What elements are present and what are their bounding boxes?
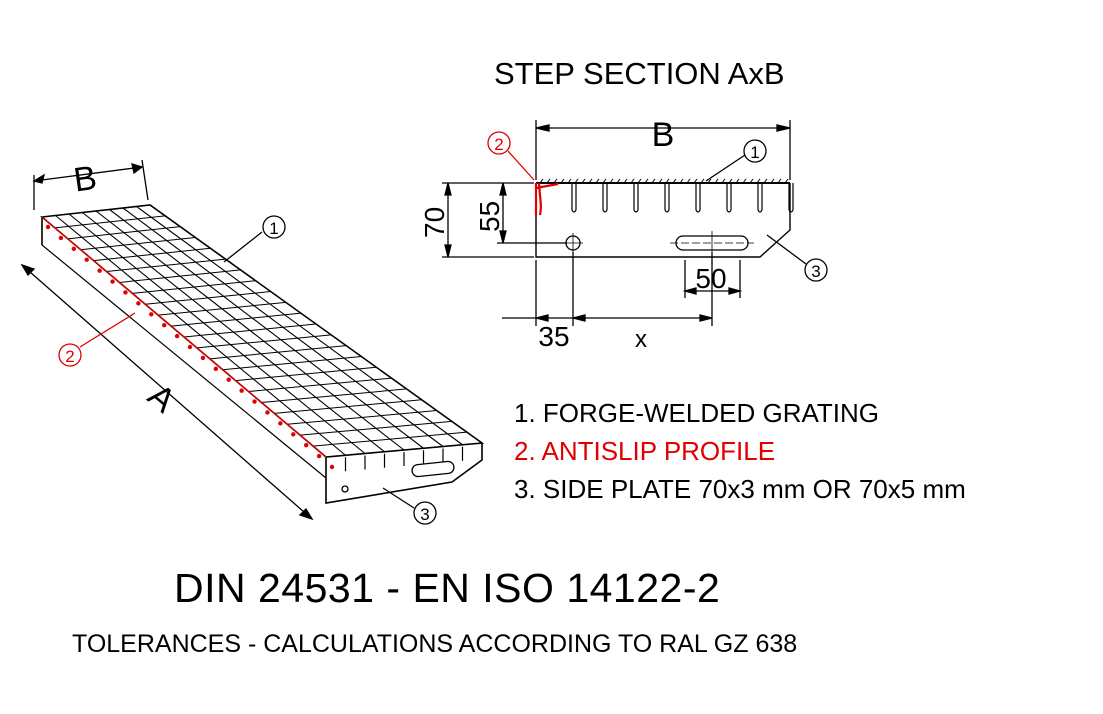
callout-1-label: 1 [750, 143, 759, 162]
dimension-70-label: 70 [419, 207, 450, 238]
dimension-b-label: B [652, 116, 675, 154]
dimension-b-perspective: B [32, 159, 149, 210]
standard-reference: DIN 24531 - EN ISO 14122-2 [174, 565, 721, 611]
callout-3-section: 3 [766, 234, 828, 282]
dimension-35-x: 35 x [502, 252, 713, 353]
callout-2-label: 2 [494, 135, 503, 154]
callout-3-label: 3 [811, 262, 820, 281]
tolerances-note: TOLERANCES - CALCULATIONS ACCORDING TO R… [72, 630, 798, 658]
callout-3-label: 3 [420, 505, 429, 524]
dimension-x-label: x [635, 326, 647, 353]
antislip-profile [41, 216, 335, 470]
callout-3-perspective: 3 [382, 487, 437, 525]
dimension-b-label: B [71, 159, 99, 200]
legend-item-grating: 1. FORGE-WELDED GRATING [514, 398, 879, 428]
step-outline [40, 204, 485, 504]
legend-item-antislip: 2. ANTISLIP PROFILE [514, 436, 776, 466]
dimension-55-label: 55 [474, 201, 505, 232]
dimension-55: 55 [474, 182, 567, 244]
callout-1-section: 1 [705, 139, 767, 182]
bearing-bar-slots [539, 178, 794, 213]
callout-2-label: 2 [65, 347, 74, 366]
grating-mesh [54, 206, 467, 456]
section-title: STEP SECTION AxB [494, 56, 785, 91]
callout-2-section: 2 [487, 131, 535, 181]
dimension-70: 70 [419, 182, 534, 258]
side-plate-slot [670, 231, 754, 256]
dimension-50-label: 50 [695, 263, 726, 294]
side-plate-outline [535, 182, 791, 258]
legend-item-side-plate: 3. SIDE PLATE 70x3 mm OR 70x5 mm [514, 474, 966, 504]
dimension-35-label: 35 [538, 321, 569, 352]
antislip-profile-section [534, 182, 559, 216]
callout-1-label: 1 [269, 219, 278, 238]
callout-1-perspective: 1 [223, 215, 286, 263]
dimension-b-section: B [535, 116, 791, 180]
callout-2-perspective: 2 [58, 312, 136, 367]
front-bearing-bar-ends [344, 446, 464, 472]
